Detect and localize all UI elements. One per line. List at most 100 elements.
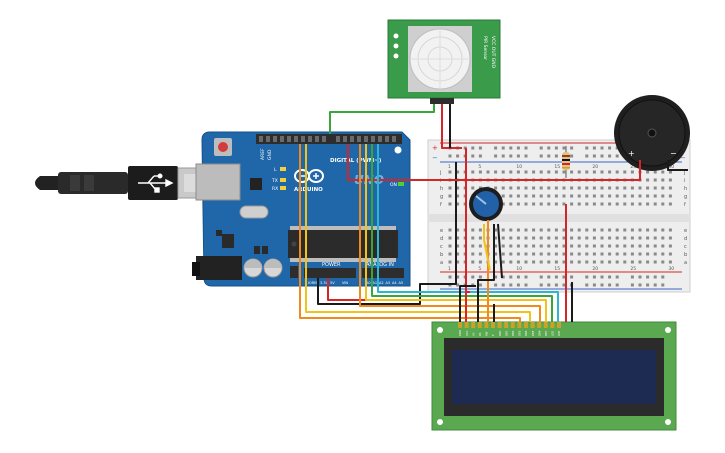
breadboard-col-label: 20 — [592, 164, 598, 170]
lcd-pin — [530, 322, 535, 328]
wire-lcd-vcc — [465, 291, 470, 322]
piezo-buzzer: + − — [614, 95, 690, 171]
lcd-pin — [524, 322, 528, 328]
lcd-pin — [510, 322, 515, 328]
wire-buzzer-minus — [667, 160, 688, 171]
breadboard-row-label: e — [684, 228, 687, 234]
lcd-pin — [484, 322, 489, 328]
vin-label: VIN — [342, 281, 348, 285]
breadboard-row-label: f — [440, 202, 442, 208]
breadboard-row-label: c — [440, 244, 443, 250]
breadboard-row-label: b — [440, 252, 443, 258]
analog-pin-label: A4 — [392, 281, 397, 285]
rail-plus-label-left: + — [432, 144, 438, 152]
breadboard-col-label: 10 — [516, 164, 522, 170]
breadboard-col-label: 30 — [668, 266, 674, 272]
wire-lcd-db6 — [371, 144, 553, 322]
lcd-pin-label: DB7 — [544, 330, 548, 336]
buzzer-plus-label: + — [628, 149, 635, 158]
resistor — [562, 146, 570, 178]
usb-symbol-icon — [138, 173, 174, 193]
breadboard-row-label: e — [440, 228, 443, 234]
5v-label: 5V — [330, 281, 335, 285]
lcd-pin-label: RS — [478, 332, 482, 336]
breadboard-row-label: d — [440, 236, 443, 242]
capacitor-left — [243, 258, 263, 278]
wire-lcd-rs — [299, 144, 521, 322]
breadboard-col-label: 25 — [630, 164, 636, 170]
lcd-pin — [464, 322, 469, 328]
wire-pot-wiper — [483, 224, 491, 271]
analog-pin-label: A5 — [399, 281, 404, 285]
wire-lcd-db5 — [365, 144, 547, 322]
ioref-label: IOREF — [308, 281, 318, 285]
wire-pir-signal — [329, 104, 435, 134]
led-rx-label: RX — [272, 186, 278, 192]
wire-gnd — [317, 162, 457, 305]
lcd-pin-label: GND — [458, 330, 462, 336]
breadboard-col-label: 15 — [554, 164, 560, 170]
analog-pin-label: A0 — [366, 281, 371, 285]
pir-side-text: PIR Sensor — [482, 36, 488, 60]
buzzer-minus-label: − — [670, 149, 677, 158]
rail-minus-label-left: − — [432, 154, 438, 162]
3v3-label: 3.3V — [320, 281, 329, 285]
usb-b-port — [195, 163, 241, 201]
lcd-pin-label: DB0 — [498, 330, 502, 336]
breadboard-col-label: 30 — [668, 164, 674, 170]
analog-header-label: ANALOG IN — [366, 262, 394, 268]
lcd-pin — [517, 322, 522, 328]
arduino-brand-text: ARDUINO — [294, 187, 323, 193]
breadboard-row-label: f — [684, 202, 686, 208]
power-header — [304, 268, 356, 278]
wire-pir-vcc — [441, 104, 462, 149]
reset-pin-header — [290, 266, 298, 278]
wires — [299, 104, 688, 322]
wire-lcd-db4 — [359, 144, 541, 322]
lcd-pin-label: DB2 — [511, 330, 515, 336]
potentiometer[interactable] — [469, 187, 503, 221]
lcd-pin-label: DB3 — [518, 330, 522, 336]
wire-pot-gnd — [477, 224, 495, 322]
wire-pot-vcc — [497, 223, 503, 279]
lcd-pin-label: DB5 — [531, 330, 535, 336]
lcd-pin-label: DB4 — [524, 330, 528, 336]
lcd-pin — [537, 322, 542, 328]
breadboard-row-label: d — [684, 236, 687, 242]
breadboard-row-label: g — [684, 194, 687, 200]
wire-buzzer-plus — [347, 144, 641, 181]
lcd-pin — [497, 322, 502, 328]
lcd-pin-label: DB1 — [504, 330, 508, 336]
lcd-pin — [471, 322, 476, 328]
breadboard-row-label: a — [684, 260, 687, 266]
digital-header-label: DIGITAL (PWM~) — [330, 158, 382, 164]
aref-label: AREF — [260, 148, 266, 160]
analog-pin-label: A3 — [386, 281, 391, 285]
breadboard-col-label: 25 — [630, 266, 636, 272]
usb-cable — [35, 166, 213, 200]
analog-header — [362, 268, 404, 278]
wire-lcd-gnd — [459, 285, 476, 322]
lcd-pin — [458, 322, 462, 328]
breadboard-row-label: j — [439, 170, 441, 176]
lcd-pin — [550, 322, 555, 328]
breadboard-row-label: i — [684, 178, 685, 184]
lcd-pin-label: RW — [485, 331, 489, 336]
breadboard-col-label: 5 — [478, 164, 481, 170]
power-header-label: POWER — [322, 262, 341, 268]
breadboard-col-label: 20 — [592, 266, 598, 272]
breadboard-col-label: 15 — [554, 266, 560, 272]
reset-button[interactable] — [214, 138, 232, 156]
digital-header — [256, 134, 402, 144]
breadboard-row-label: j — [683, 170, 685, 176]
lcd-pin — [543, 322, 548, 328]
voltage-regulator — [222, 234, 234, 248]
lcd-pin-label: LED — [551, 331, 555, 336]
led-on-label: ON — [390, 182, 397, 188]
led-tx-label: TX — [271, 178, 278, 184]
gnd-label-top: GND — [267, 149, 273, 160]
breadboard-row-label: g — [440, 194, 443, 200]
breadboard-col-label: 10 — [516, 266, 522, 272]
